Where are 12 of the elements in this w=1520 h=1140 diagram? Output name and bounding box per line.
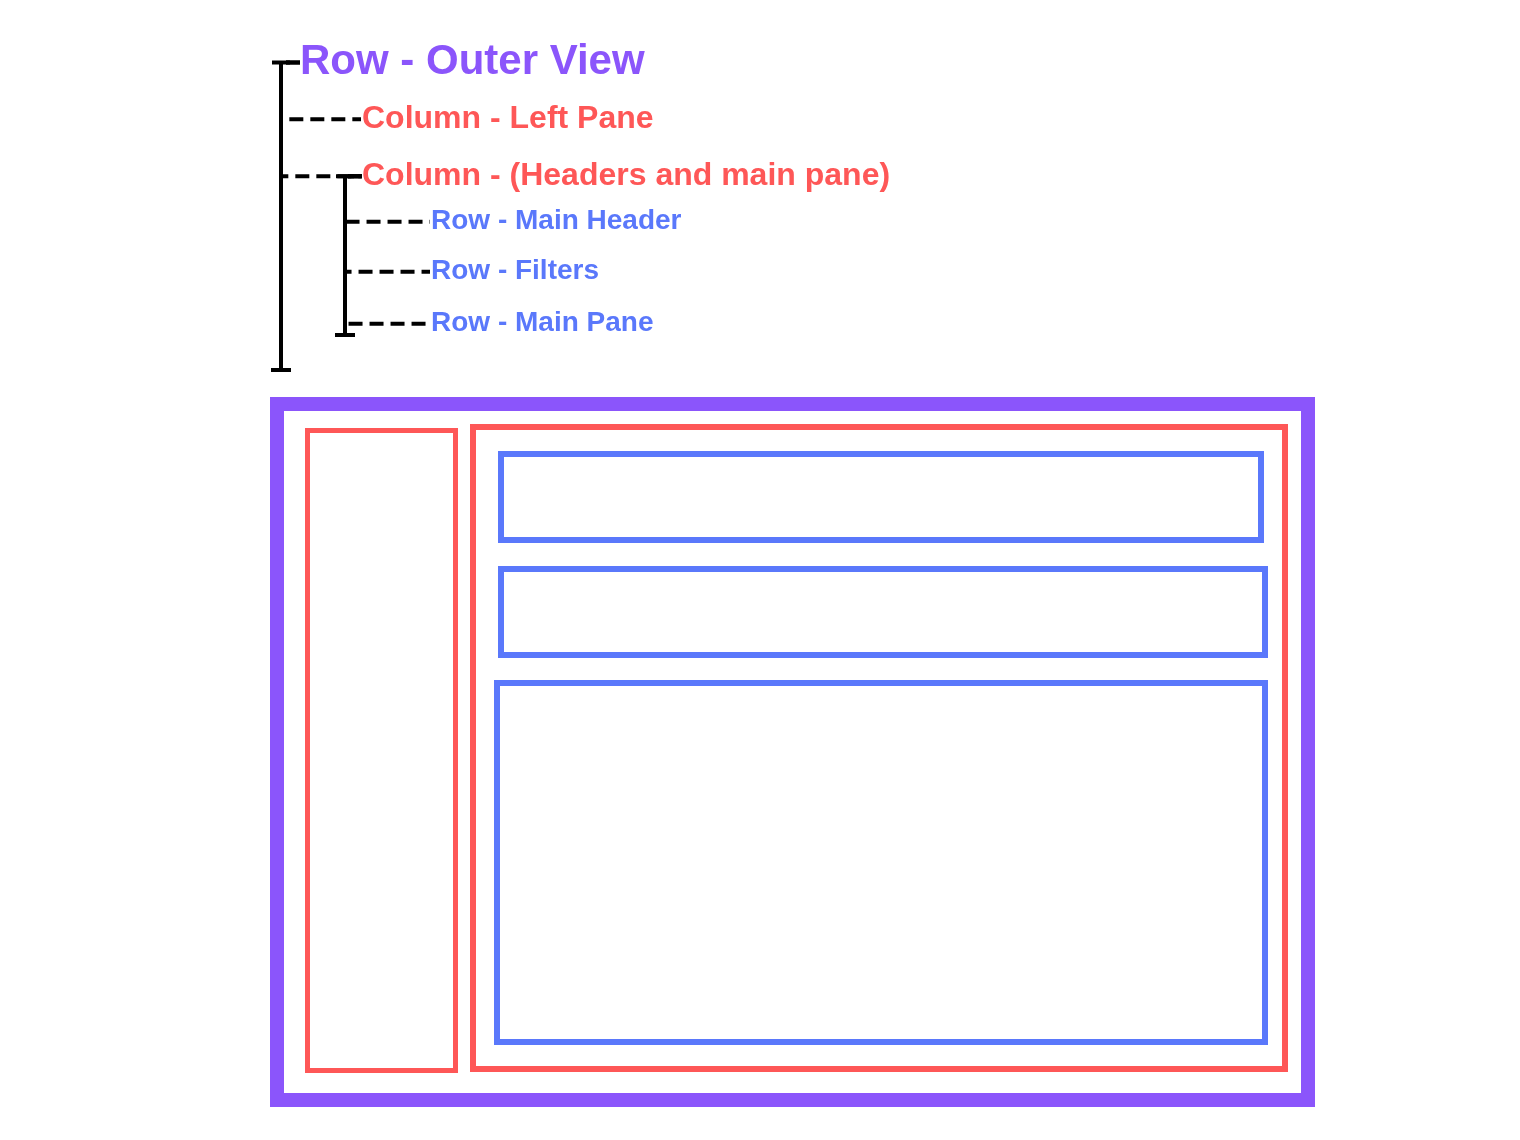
tree-label: Column - Left Pane [362,99,654,136]
layout-box [494,680,1268,1045]
tree-label: Column - (Headers and main pane) [362,156,891,193]
tree-label: Row - Main Header [431,204,682,237]
layout-box [498,566,1268,658]
tree-label: Row - Outer View [300,36,645,85]
layout-box [470,424,1288,1072]
tree-label: Row - Filters [431,254,599,287]
layout-box [270,397,1315,1107]
layout-box [305,428,458,1073]
tree-label: Row - Main Pane [431,306,654,339]
layout-box [498,451,1264,543]
